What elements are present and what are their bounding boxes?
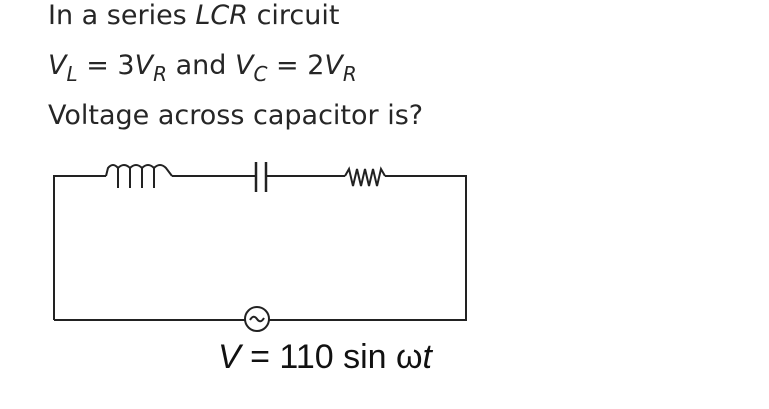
wire-left <box>53 175 106 320</box>
source-eq-text: = 110 sin <box>240 338 396 376</box>
omega-symbol: ω <box>396 338 423 376</box>
t-symbol: t <box>422 338 432 376</box>
vr-subscript-2: R <box>342 62 357 86</box>
inductor-icon <box>105 164 173 188</box>
equals-2: = 2 <box>267 50 325 81</box>
resistor-icon <box>344 166 386 187</box>
source-equation: V = 110 sin ωt <box>218 338 432 377</box>
lcr-text: LCR <box>195 0 248 31</box>
ac-source-icon <box>244 306 270 332</box>
text-prefix: In a series <box>48 0 196 31</box>
vr-subscript: R <box>153 62 167 86</box>
equals-3: = 3 <box>77 50 135 81</box>
question-line-1: In a series LCR circuit <box>48 0 339 31</box>
vc-subscript: C <box>253 62 268 86</box>
vl-subscript: L <box>66 62 78 86</box>
and-text: and <box>167 50 235 81</box>
sine-wave-icon <box>249 315 265 323</box>
vl-symbol: V <box>48 50 67 81</box>
text-suffix: circuit <box>247 0 340 31</box>
vc-symbol: V <box>234 50 254 81</box>
vr-symbol: V <box>134 50 154 81</box>
v-symbol: V <box>218 338 241 376</box>
question-line-2: VL = 3VR and VC = 2VR <box>48 50 357 86</box>
vr-symbol-2: V <box>324 50 343 81</box>
question-line-3: Voltage across capacitor is? <box>48 100 424 131</box>
capacitor-icon <box>254 162 268 192</box>
wire-right <box>269 175 467 321</box>
